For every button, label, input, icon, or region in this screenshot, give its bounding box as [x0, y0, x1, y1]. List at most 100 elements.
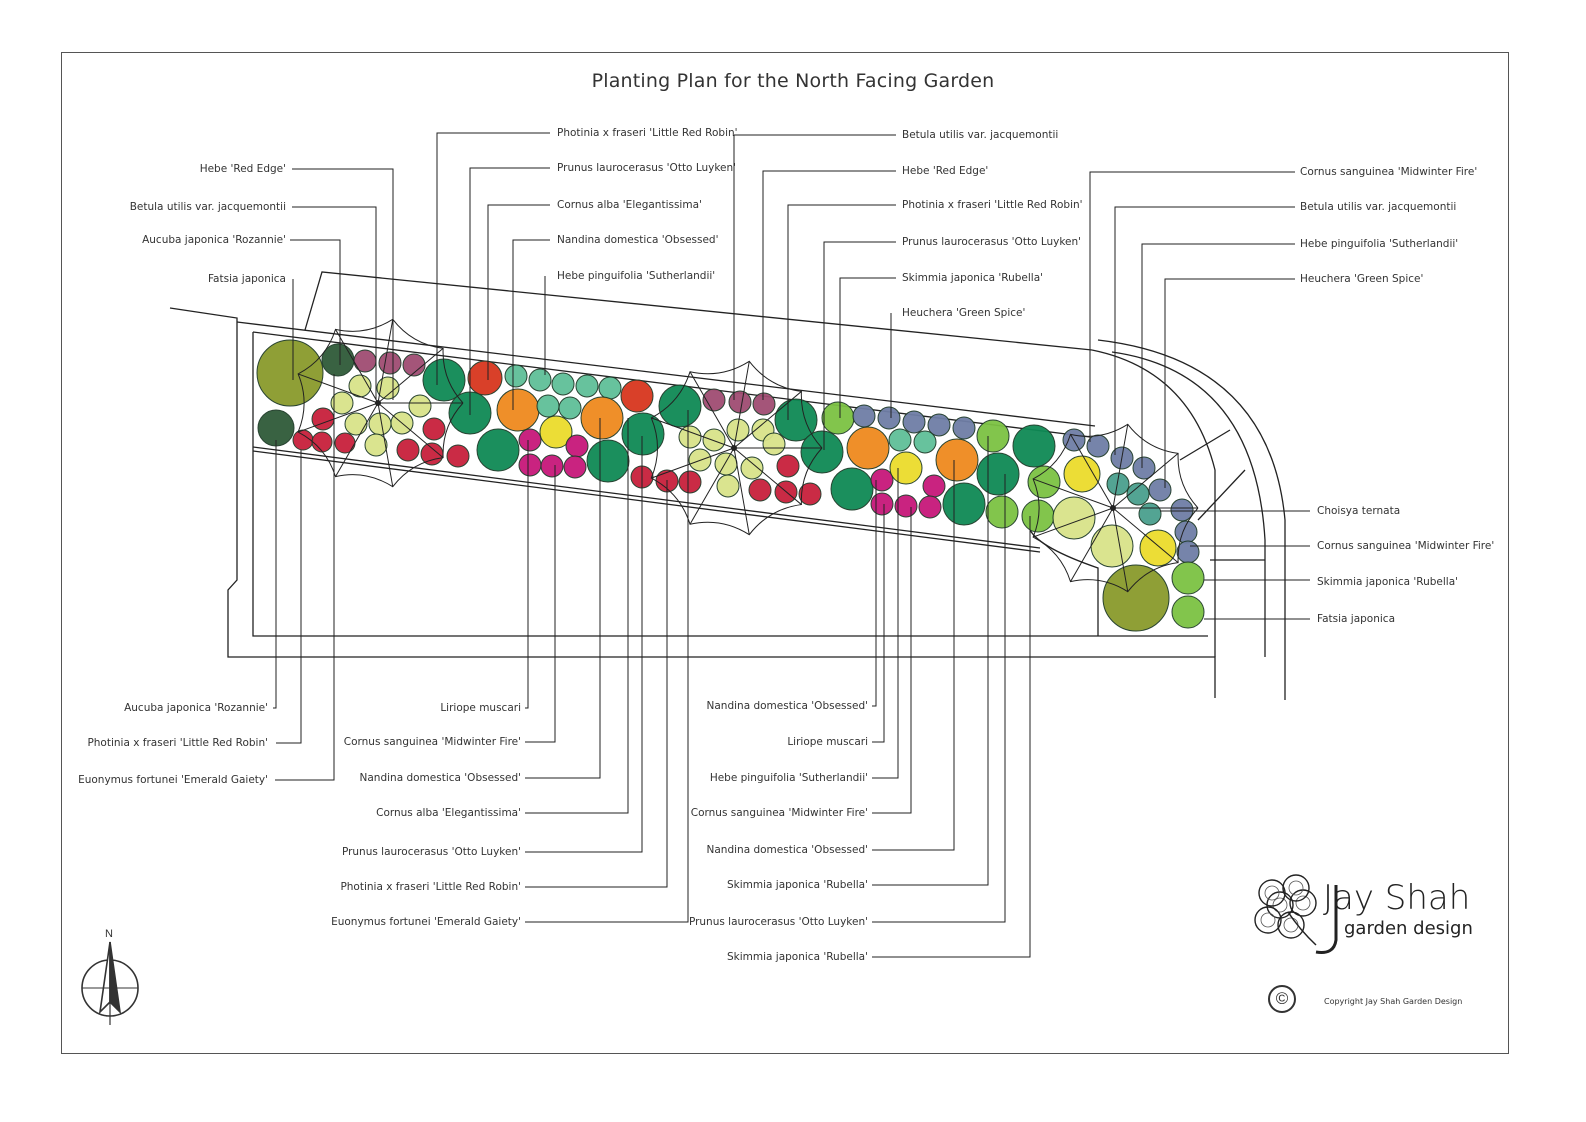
plant-mint	[888, 428, 912, 452]
plant-emerald	[586, 439, 630, 483]
copyright-icon: ©	[1268, 985, 1296, 1013]
leader-line	[872, 507, 912, 814]
plant-label: Choisya ternata	[1317, 505, 1401, 517]
plant-yellow	[539, 415, 573, 449]
plant-label: Prunus laurocerasus 'Otto Luyken'	[557, 162, 737, 174]
plant-label: Aucuba japonica 'Rozannie'	[142, 234, 286, 246]
plant-label: Fatsia japonica	[207, 273, 286, 285]
plant-emerald	[1012, 424, 1056, 468]
plant-label: Photinia x fraseri 'Little Red Robin'	[557, 127, 738, 139]
plant-slate	[1170, 498, 1194, 522]
plant-label: Hebe pinguifolia 'Sutherlandii'	[709, 772, 868, 784]
plant-slate	[877, 406, 901, 430]
leader-line	[1164, 278, 1295, 488]
logo-petal	[1254, 906, 1282, 934]
logo-subtitle: garden design	[1344, 918, 1473, 939]
plant-pale_yellow	[714, 452, 738, 476]
plant-orange	[496, 388, 540, 432]
canopy-spoke	[1070, 507, 1114, 582]
canopy-spoke	[335, 402, 379, 477]
plant-slate	[952, 416, 976, 440]
leader-line	[525, 440, 529, 709]
plant-magenta	[518, 428, 542, 452]
leader-line	[823, 241, 896, 450]
plant-yellow	[889, 451, 923, 485]
plant-label: Skimmia japonica 'Rubella'	[902, 272, 1044, 284]
plant-mint	[536, 394, 560, 418]
plant-crimson	[420, 442, 444, 466]
canopy-spoke	[689, 371, 735, 449]
plant-mauve	[752, 392, 776, 416]
canopy-spoke	[1112, 452, 1179, 509]
leader-line	[1114, 206, 1295, 455]
plant-yellow	[1063, 455, 1101, 493]
plant-label: Hebe 'Red Edge'	[199, 163, 286, 175]
plant-teal	[1138, 502, 1162, 526]
plant-pale_yellow	[1090, 524, 1134, 568]
leader-line	[872, 474, 1006, 923]
plant-mint	[575, 374, 599, 398]
plant-slate	[1086, 434, 1110, 458]
plant-pale_yellow	[364, 433, 388, 457]
plant-mauve	[702, 388, 726, 412]
plant-lime	[1171, 561, 1205, 595]
logo-stem	[1287, 911, 1317, 946]
plant-orange	[846, 426, 890, 470]
tree-canopy	[297, 318, 464, 488]
trunk-dot	[375, 400, 381, 406]
logo-petal-vein	[1283, 917, 1299, 933]
plant-mauve	[378, 351, 402, 375]
leader-line	[512, 239, 550, 410]
canopy-spoke	[335, 329, 379, 404]
canopy-outline	[1032, 423, 1199, 593]
plant-pale_yellow	[330, 391, 354, 415]
leader-line	[525, 480, 668, 888]
canopy-outline	[650, 360, 823, 536]
bed-edge	[304, 271, 1093, 351]
leader-line	[525, 410, 689, 923]
clover-logo-icon	[1254, 874, 1338, 954]
plant-label: Heuchera 'Green Spice'	[1300, 273, 1424, 285]
plant-pale_yellow	[716, 474, 740, 498]
leader-line	[1089, 171, 1295, 442]
plant-mint	[913, 430, 937, 454]
plant-label: Skimmia japonica 'Rubella'	[726, 951, 868, 963]
plant-mint	[558, 396, 582, 420]
leader-line	[436, 132, 550, 385]
canopy-spoke	[1032, 478, 1114, 509]
plant-mint	[528, 368, 552, 392]
north-arrow	[81, 941, 139, 1025]
plant-red	[620, 379, 654, 413]
plant-label: Cornus alba 'Elegantissima'	[557, 199, 702, 211]
canopy-spoke	[377, 402, 444, 459]
bed-edge	[1197, 469, 1246, 521]
trunk-dot	[731, 445, 737, 451]
copyright-text: Copyright Jay Shah Garden Design	[1324, 997, 1463, 1006]
plan-title: Planting Plan for the North Facing Garde…	[591, 70, 995, 92]
canopy-spoke	[689, 447, 735, 525]
canopy-spoke	[733, 447, 802, 505]
canopy-spoke	[1070, 434, 1114, 509]
plant-crimson	[748, 478, 772, 502]
canopy-spoke	[651, 447, 735, 479]
plant-label: Cornus sanguinea 'Midwinter Fire'	[1317, 540, 1495, 552]
plant-label: Betula utilis var. jacquemontii	[129, 201, 286, 213]
plant-lime	[1021, 499, 1055, 533]
plant-label: Photinia x fraseri 'Little Red Robin'	[902, 199, 1083, 211]
plant-label: Prunus laurocerasus 'Otto Luyken'	[688, 916, 868, 928]
plant-crimson	[334, 432, 356, 454]
leader-line	[872, 480, 877, 707]
logo-name: Jay Shah	[1323, 878, 1471, 918]
plant-label: Fatsia japonica	[1317, 613, 1396, 625]
plant-magenta	[922, 474, 946, 498]
plant-pale_yellow	[726, 418, 750, 442]
plant-yellow	[1139, 529, 1177, 567]
leader-line	[525, 418, 601, 779]
bed-edge	[1111, 351, 1266, 657]
canopy-spoke	[1112, 424, 1129, 509]
plant-label: Heuchera 'Green Spice'	[902, 307, 1026, 319]
north-label: N	[105, 928, 113, 940]
logo-petal-vein	[1295, 895, 1311, 911]
logo-petal-vein	[1288, 880, 1304, 896]
leader-line	[839, 277, 896, 418]
